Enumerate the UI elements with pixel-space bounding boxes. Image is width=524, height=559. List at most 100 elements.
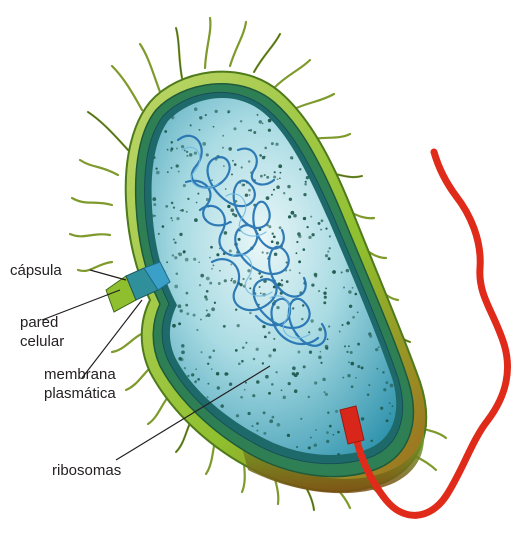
ribosome-dot <box>209 257 211 259</box>
ribosome-dot <box>264 336 267 339</box>
ribosome-dot <box>224 231 228 235</box>
ribosome-dot <box>167 171 169 173</box>
ribosome-dot <box>238 362 241 365</box>
ribosome-dot <box>195 368 197 370</box>
ribosome-dot <box>233 127 236 130</box>
ribosome-dot <box>305 181 307 183</box>
ribosome-dot <box>174 285 178 289</box>
ribosome-dot <box>185 304 188 307</box>
ribosome-dot <box>180 309 183 312</box>
ribosome-dot <box>218 282 221 285</box>
ribosome-dot <box>240 283 243 286</box>
ribosome-dot <box>351 385 354 388</box>
ribosome-dot <box>171 147 174 150</box>
ribosome-dot <box>318 222 321 225</box>
ribosome-dot <box>271 383 274 386</box>
ribosome-dot <box>252 425 254 427</box>
ribosome-dot <box>211 307 215 311</box>
ribosome-dot <box>213 349 216 352</box>
ribosome-dot <box>249 129 252 132</box>
ribosome-dot <box>296 252 298 254</box>
label-membrane-line2: plasmática <box>44 385 116 402</box>
ribosome-dot <box>181 350 185 354</box>
ribosome-dot <box>268 119 272 123</box>
ribosome-dot <box>296 446 298 448</box>
ribosome-dot <box>347 321 350 324</box>
ribosome-dot <box>262 362 264 364</box>
ribosome-dot <box>347 374 350 377</box>
ribosome-dot <box>337 431 340 434</box>
ribosome-dot <box>276 185 280 189</box>
ribosome-dot <box>245 193 248 196</box>
ribosome-dot <box>181 344 184 347</box>
ribosome-dot <box>152 197 156 201</box>
ribosome-dot <box>310 216 312 218</box>
ribosome-dot <box>162 225 165 228</box>
ribosome-dot <box>231 173 233 175</box>
ribosome-dot <box>386 419 389 422</box>
ribosome-dot <box>256 430 258 432</box>
ribosome-dot <box>158 233 160 235</box>
ribosome-dot <box>376 368 378 370</box>
ribosome-dot <box>266 196 270 200</box>
ribosome-dot <box>287 185 290 188</box>
ribosome-dot <box>341 324 343 326</box>
ribosome-dot <box>324 391 326 393</box>
ribosome-dot <box>327 412 329 414</box>
ribosome-dot <box>308 396 311 399</box>
ribosome-dot <box>207 313 211 317</box>
ribosome-dot <box>271 240 274 243</box>
ribosome-dot <box>268 225 271 228</box>
ribosome-dot <box>214 302 216 304</box>
ribosome-dot <box>343 287 345 289</box>
ribosome-dot <box>298 260 301 263</box>
ribosome-dot <box>273 235 276 238</box>
ribosome-dot <box>297 232 301 236</box>
ribosome-dot <box>217 386 220 389</box>
ribosome-dot <box>222 147 224 149</box>
ribosome-dot <box>186 211 188 213</box>
ribosome-dot <box>275 143 278 146</box>
ribosome-dot <box>245 342 247 344</box>
ribosome-dot <box>262 325 265 328</box>
ribosome-dot <box>198 261 200 263</box>
ribosome-dot <box>304 183 307 186</box>
ribosome-dot <box>171 202 174 205</box>
ribosome-dot <box>325 228 327 230</box>
ribosome-dot <box>283 396 286 399</box>
ribosome-dot <box>200 319 202 321</box>
ribosome-dot <box>286 262 288 264</box>
ribosome-dot <box>187 375 189 377</box>
ribosome-dot <box>183 184 186 187</box>
ribosome-dot <box>355 377 357 379</box>
ribosome-dot <box>273 175 276 178</box>
ribosome-dot <box>368 384 370 386</box>
label-cell-wall-line1: pared <box>20 314 58 331</box>
ribosome-dot <box>224 279 227 282</box>
ribosome-dot <box>213 126 215 128</box>
ribosome-dot <box>292 307 294 309</box>
ribosome-dot <box>179 233 182 236</box>
ribosome-dot <box>268 331 271 334</box>
ribosome-dot <box>194 381 197 384</box>
ribosome-dot <box>269 419 273 423</box>
ribosome-dot <box>171 220 173 222</box>
ribosome-dot <box>318 328 322 332</box>
ribosome-dot <box>299 168 301 170</box>
ribosome-dot <box>297 351 300 354</box>
ribosome-dot <box>219 270 221 272</box>
ribosome-dot <box>302 304 304 306</box>
ribosome-dot <box>245 382 247 384</box>
label-cell-wall-line2: celular <box>20 333 64 350</box>
ribosome-dot <box>253 131 256 134</box>
ribosome-dot <box>349 305 352 308</box>
ribosome-dot <box>213 265 215 267</box>
ribosome-dot <box>249 312 252 315</box>
ribosome-dot <box>225 188 227 190</box>
ribosome-dot <box>367 393 369 395</box>
ribosome-dot <box>199 284 201 286</box>
ribosome-dot <box>380 407 383 410</box>
ribosome-dot <box>252 394 255 397</box>
ribosome-dot <box>200 274 204 278</box>
ribosome-dot <box>262 156 265 159</box>
